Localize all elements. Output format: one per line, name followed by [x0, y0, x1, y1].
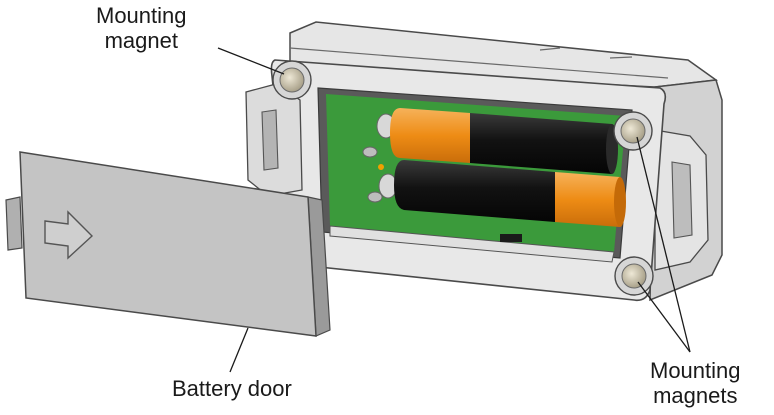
- leader-bottom-right: [637, 281, 691, 353]
- housing-side-slot: [671, 161, 693, 239]
- housing: [245, 21, 723, 302]
- leader-top-left: [217, 47, 285, 75]
- board-led: [378, 164, 384, 170]
- label-mounting-magnets: Mounting magnets: [650, 358, 741, 408]
- battery-door-face: [19, 151, 317, 337]
- magnet-top-right: [613, 111, 653, 151]
- leader-top-right: [636, 136, 691, 353]
- housing-top-edge: [289, 47, 669, 79]
- label-mounting-magnets-line2: magnets: [653, 383, 738, 408]
- label-battery-door: Battery door: [172, 376, 292, 401]
- leader-lines: [217, 47, 691, 373]
- board-chip: [500, 234, 522, 242]
- label-mounting-magnet-line2: magnet: [104, 28, 178, 53]
- magnet-top-left: [272, 60, 312, 100]
- battery-door-hinge: [5, 196, 23, 251]
- screw-top: [362, 146, 378, 158]
- leader-battery-door: [229, 327, 249, 373]
- label-mounting-magnets-line1: Mounting: [650, 358, 741, 383]
- circuit-board-edge: [329, 225, 615, 263]
- magnet-bottom-right: [614, 256, 654, 296]
- housing-hinge-slot: [261, 109, 279, 171]
- battery-bottom: [394, 160, 626, 227]
- label-mounting-magnet-line1: Mounting: [96, 3, 187, 28]
- battery-door: [5, 151, 331, 337]
- door-arrow-icon: [44, 210, 94, 260]
- screw-bottom: [367, 191, 383, 203]
- label-mounting-magnet: Mounting magnet: [96, 3, 187, 53]
